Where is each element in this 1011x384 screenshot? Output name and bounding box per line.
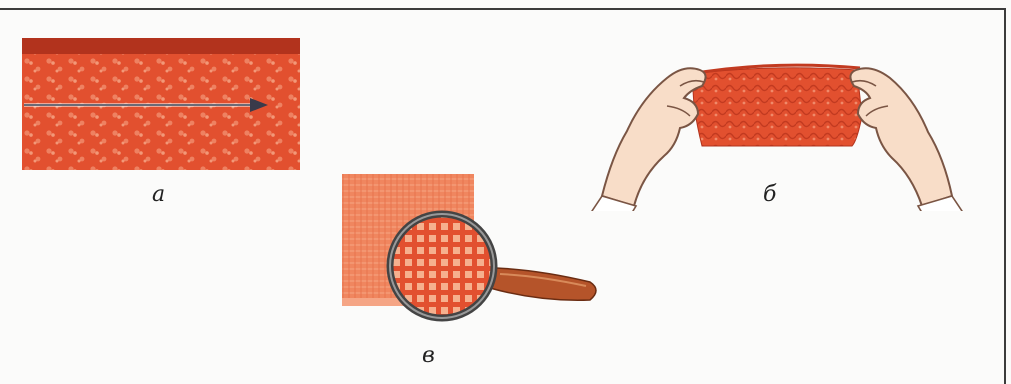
right-border-line <box>1004 8 1006 384</box>
caption-v: в <box>422 345 435 367</box>
hands-stretching-fabric-illustration <box>572 46 982 211</box>
right-hand-icon <box>850 68 964 211</box>
left-hand-icon <box>590 68 706 211</box>
caption-b: б <box>763 184 776 206</box>
caption-a: а <box>152 184 165 206</box>
magnifier-fabric-illustration <box>340 170 602 340</box>
top-border-line <box>0 8 1006 10</box>
magnifier-handle-icon <box>488 268 596 300</box>
fabric-swatch-illustration <box>22 38 300 170</box>
